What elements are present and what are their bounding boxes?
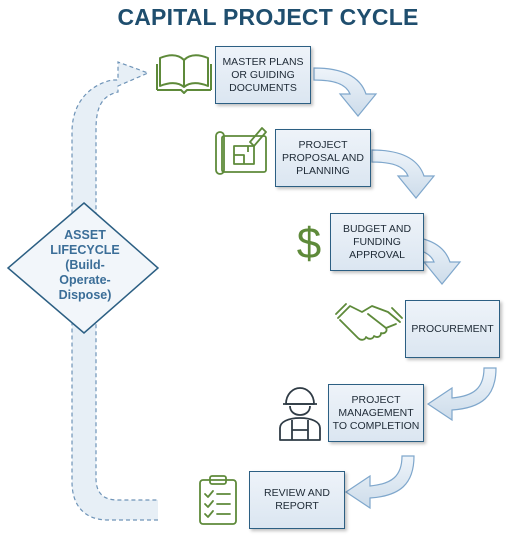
lifecycle-label-line2: LIFECYCLE	[50, 243, 120, 257]
step-master-plans: MASTER PLANS OR GUIDING DOCUMENTS	[215, 46, 311, 104]
handshake-icon	[335, 303, 403, 341]
lifecycle-diamond	[6, 202, 160, 334]
step-budget-funding: BUDGET AND FUNDING APPROVAL	[330, 213, 424, 271]
flow-arrow-4	[427, 367, 497, 421]
step-procurement: PROCUREMENT	[405, 300, 500, 358]
lifecycle-label-line3: (Build-	[65, 258, 105, 272]
step-review-report: REVIEW AND REPORT	[249, 471, 345, 529]
flow-arrow-2	[371, 149, 435, 199]
flow-arrow-5	[345, 455, 415, 509]
flow-arrow-1	[313, 67, 377, 117]
step-project-proposal: PROJECT PROPOSAL AND PLANNING	[275, 129, 371, 187]
clipboard-icon	[199, 475, 237, 525]
lifecycle-label-line4: Operate-	[59, 273, 111, 287]
lifecycle-label-line1: ASSET	[64, 228, 106, 242]
worker-icon	[279, 387, 321, 441]
dollar-icon: $	[297, 219, 321, 268]
lifecycle-label: ASSET LIFECYCLE (Build- Operate- Dispose…	[20, 228, 150, 303]
diagram-title: CAPITAL PROJECT CYCLE	[117, 4, 419, 30]
step-project-management: PROJECT MANAGEMENT TO COMPLETION	[328, 384, 424, 442]
lifecycle-return-arrow	[71, 61, 158, 521]
blueprint-icon	[215, 127, 267, 175]
lifecycle-label-line5: Dispose)	[58, 288, 112, 302]
book-icon	[156, 54, 212, 94]
